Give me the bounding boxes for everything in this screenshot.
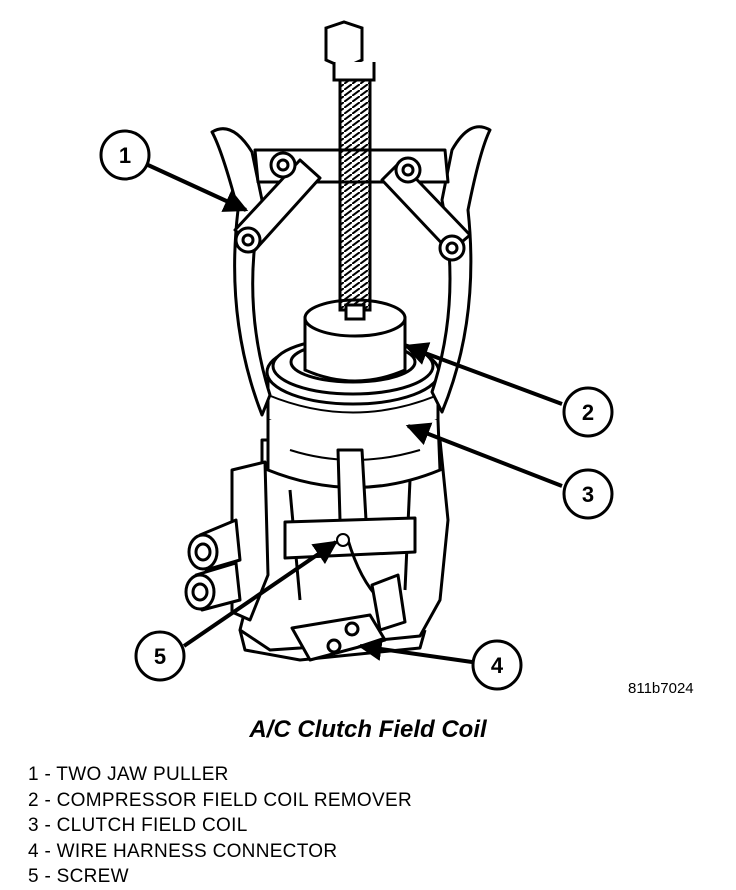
forcing-screw — [324, 20, 376, 321]
callout-4: 4 — [471, 639, 523, 691]
callout-5: 5 — [134, 630, 186, 682]
two-jaw-puller — [210, 125, 492, 417]
leader-1 — [147, 163, 249, 212]
callout-2: 2 — [562, 386, 614, 438]
svg-text:3: 3 — [582, 482, 594, 507]
ac-clutch-field-coil-illustration: 1 2 3 4 5 — [99, 20, 614, 691]
leader-2 — [403, 342, 563, 406]
svg-text:1: 1 — [119, 143, 131, 168]
legend-item-screw: 5 - SCREW — [28, 866, 129, 887]
legend-list: 1 - TWO JAW PULLER 2 - COMPRESSOR FIELD … — [28, 762, 412, 890]
callout-3: 3 — [562, 468, 614, 520]
screw-part — [336, 533, 350, 547]
leader-3 — [405, 422, 563, 488]
legend-item-field-coil-remover: 2 - COMPRESSOR FIELD COIL REMOVER — [28, 789, 412, 811]
legend-item-two-jaw-puller: 1 - TWO JAW PULLER — [28, 764, 229, 785]
callout-1: 1 — [99, 129, 151, 181]
legend-item-clutch-field-coil: 3 - CLUTCH FIELD COIL — [28, 815, 248, 836]
leader-4 — [357, 637, 473, 664]
svg-text:4: 4 — [491, 653, 504, 678]
svg-text:5: 5 — [154, 644, 166, 669]
wire-harness — [283, 448, 417, 662]
legend-item-wire-harness-connector: 4 - WIRE HARNESS CONNECTOR — [28, 840, 338, 862]
callout-leaders — [147, 163, 563, 664]
leader-5 — [182, 540, 338, 648]
svg-text:2: 2 — [582, 400, 594, 425]
figure-caption: A/C Clutch Field Coil — [249, 716, 487, 743]
figure-id: 811b7024 — [628, 680, 694, 697]
